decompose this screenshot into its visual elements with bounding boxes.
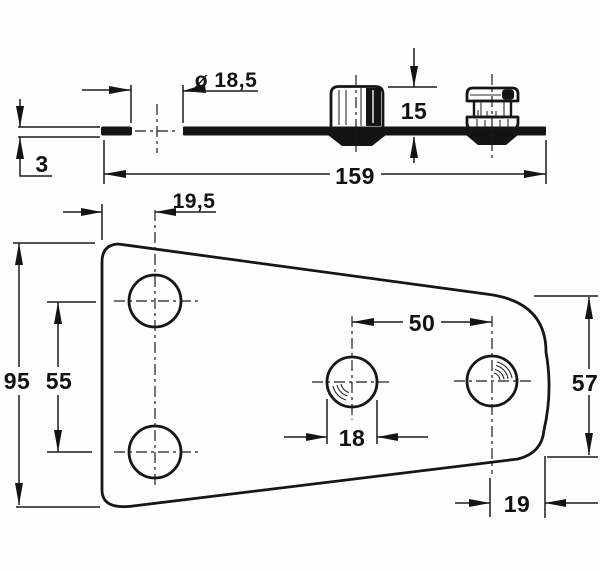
- dim-right-hole-offset: 19: [455, 456, 598, 518]
- dim-edge-to-hole: 19,5: [63, 190, 216, 240]
- dim-right-edge-height: 57: [534, 295, 599, 458]
- dim-label-overall-length: 159: [335, 163, 375, 189]
- dim-overall-length: 159: [103, 140, 547, 189]
- dim-plate-height: 95: [4, 242, 100, 508]
- weld-nut-boss: [329, 75, 385, 152]
- side-view: ø 18,5 3 15 159: [16, 48, 547, 189]
- hole-centerline-cross: [135, 104, 179, 153]
- dim-label-edge-to-hole: 19,5: [173, 190, 216, 213]
- dim-left-holes-spacing: 55: [46, 301, 96, 453]
- dim-label-right-edge-height: 57: [572, 370, 599, 396]
- dim-label-plate-height: 95: [4, 368, 31, 394]
- dim-boss-height: 15: [388, 48, 437, 163]
- dim-label-center-hole-diameter: 18: [339, 425, 366, 451]
- grooved-stud: [465, 74, 520, 158]
- hole-centerlines: [114, 210, 532, 486]
- dim-hole-diameter: ø 18,5: [82, 69, 258, 123]
- plan-view: 19,5 95 55 50: [4, 190, 599, 518]
- dim-label-right-hole-offset: 19: [504, 491, 531, 517]
- dim-plate-thickness: 3: [16, 99, 100, 177]
- dim-center-hole-diameter: 18: [284, 399, 428, 451]
- dim-label-center-holes-spacing: 50: [409, 310, 436, 336]
- hole-shading-arcs: [332, 361, 513, 401]
- dim-label-plate-thickness: 3: [35, 151, 48, 177]
- dim-label-left-holes-spacing: 55: [46, 368, 73, 394]
- dim-center-holes-spacing: 50: [352, 310, 492, 336]
- dim-label-boss-height: 15: [401, 98, 428, 124]
- dim-label-hole-diameter: ø 18,5: [195, 69, 258, 92]
- plate-outline: [100, 242, 551, 509]
